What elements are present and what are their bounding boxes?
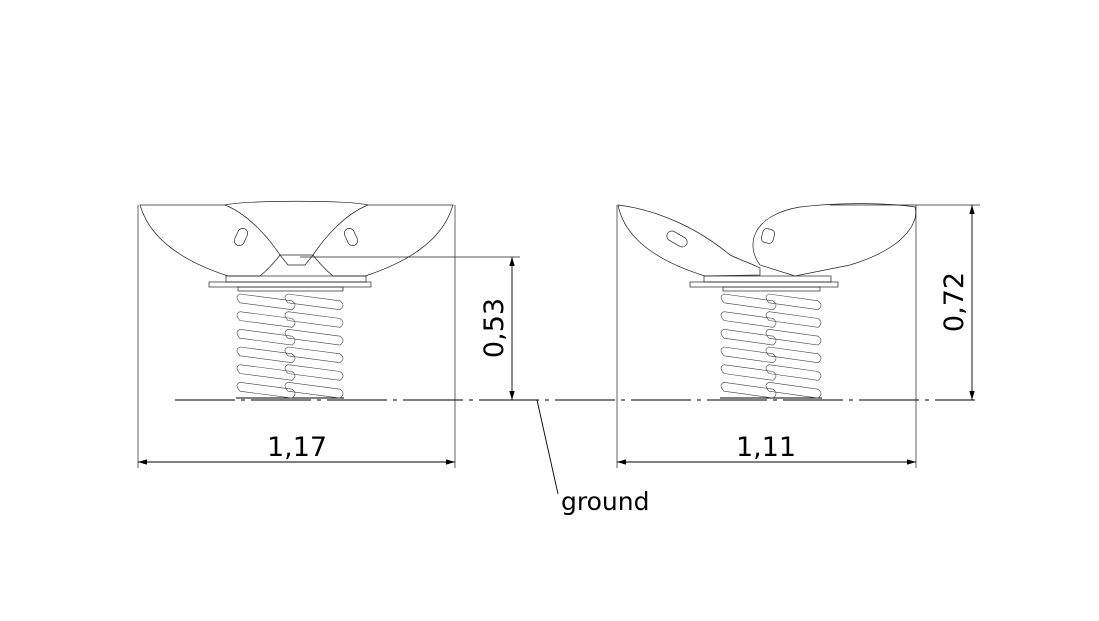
spring-coil: [765, 346, 822, 363]
spring-coil: [765, 311, 822, 328]
ground-leader: [536, 399, 559, 495]
seat-left-shell: [139, 204, 281, 277]
spring-coil: [765, 293, 822, 310]
front-view: 1,17 0,53: [137, 200, 520, 468]
spring-coil: [284, 364, 344, 381]
spring: [236, 293, 344, 399]
spring-coil: [236, 311, 296, 328]
spring-coil: [236, 346, 296, 363]
height-dim-text: 0,53: [479, 298, 510, 358]
spring-coil: [720, 364, 777, 381]
spring-coil: [236, 364, 296, 381]
spring-coil: [765, 329, 822, 346]
spring-coil: [284, 346, 344, 363]
seat-front-shell: [752, 203, 917, 277]
ground-label: ground: [561, 487, 649, 516]
spring: [720, 293, 822, 399]
spring-coil: [720, 382, 777, 399]
spring-coil: [720, 311, 777, 328]
spring-coil: [765, 364, 822, 381]
spring-coil: [720, 329, 777, 346]
height-dim-text: 0,72: [939, 272, 970, 332]
spring-coil: [765, 382, 822, 399]
width-dim-text: 1,11: [736, 432, 796, 463]
side-view: 1,11 0,72: [616, 203, 980, 468]
width-dim-text: 1,17: [267, 432, 327, 463]
spring-coil: [284, 329, 344, 346]
spring-coil: [284, 382, 344, 399]
spring-coil: [720, 346, 777, 363]
spring-coil: [284, 311, 344, 328]
seat-right-shell: [312, 204, 454, 277]
spring-coil: [284, 293, 344, 310]
seat-back-shell: [617, 204, 761, 277]
spring-coil: [236, 329, 296, 346]
spring-coil: [236, 382, 296, 399]
spring-coil: [236, 293, 296, 310]
spring-coil: [720, 293, 777, 310]
